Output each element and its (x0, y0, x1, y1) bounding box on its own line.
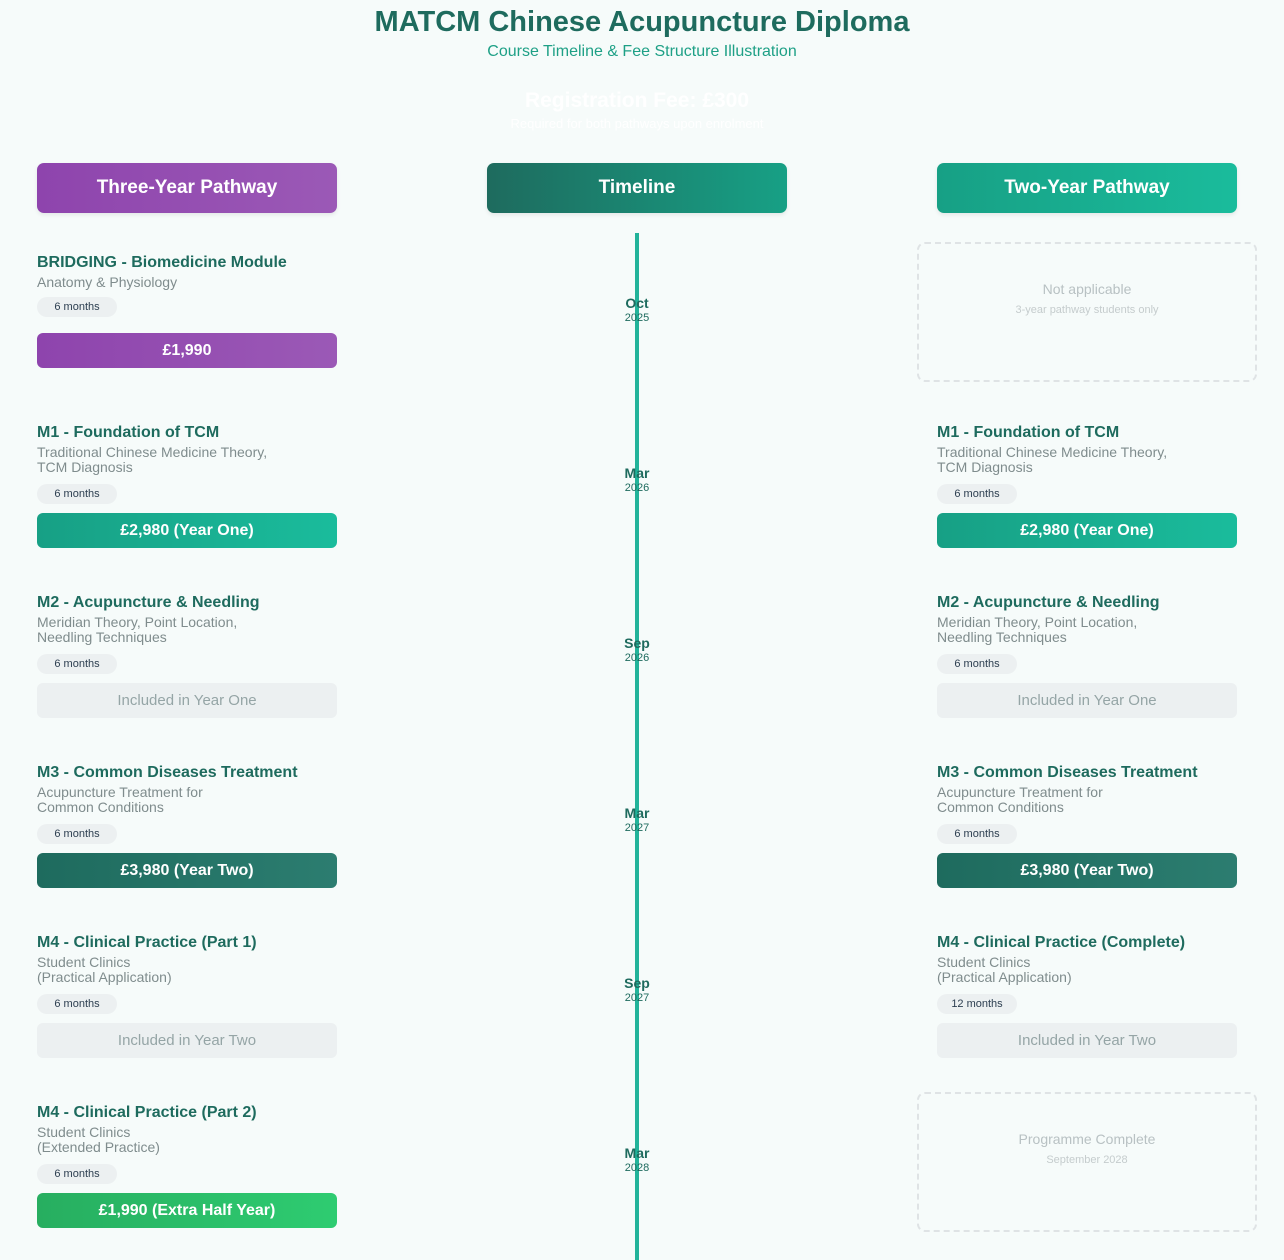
timeline-month: Mar (624, 1145, 650, 1161)
module-card-m1: M1 - Foundation of TCM Traditional Chine… (937, 423, 1237, 548)
programme-complete-text: Programme Complete (1018, 1131, 1156, 1147)
timeline-label: Mar 2028 (587, 1145, 687, 1175)
programme-complete-box: Programme Complete September 2028 (917, 1092, 1257, 1232)
module-title: M2 - Acupuncture & Needling (937, 594, 1160, 611)
fee-bar: £2,980 (Year One) (937, 513, 1237, 548)
fee-bar: £2,980 (Year One) (37, 513, 337, 548)
fee-bar: Included in Year Two (937, 1023, 1237, 1058)
not-applicable-box: Not applicable 3-year pathway students o… (917, 242, 1257, 382)
module-card-m3: M3 - Common Diseases Treatment Acupunctu… (37, 763, 337, 888)
module-description: Student Clinics (Extended Practice) (37, 1124, 160, 1155)
duration-badge: 6 months (37, 484, 117, 504)
timeline-month: Sep (624, 635, 650, 651)
module-description: Anatomy & Physiology (37, 274, 178, 290)
fee-bar: £3,980 (Year Two) (937, 853, 1237, 888)
not-applicable-text: Not applicable (1042, 281, 1132, 297)
module-title: M4 - Clinical Practice (Part 1) (37, 934, 257, 951)
three-year-header: Three-Year Pathway (37, 163, 337, 213)
module-title: M2 - Acupuncture & Needling (37, 594, 260, 611)
module-card-bridging: BRIDGING - Biomedicine Module Anatomy & … (37, 253, 337, 368)
duration-badge: 6 months (37, 994, 117, 1014)
module-title: M4 - Clinical Practice (Part 2) (37, 1104, 257, 1121)
not-applicable-note: 3-year pathway students only (1015, 304, 1159, 316)
timeline-year: 2027 (624, 992, 650, 1004)
timeline-label: Mar 2026 (587, 465, 687, 495)
module-card-m3: M3 - Common Diseases Treatment Acupunctu… (937, 763, 1237, 888)
page-title: MATCM Chinese Acupuncture Diploma (374, 6, 910, 38)
module-description: Traditional Chinese Medicine Theory, TCM… (937, 444, 1168, 475)
module-card-m2: M2 - Acupuncture & Needling Meridian The… (937, 593, 1237, 718)
timeline-year: 2027 (624, 822, 650, 834)
fee-bar: £1,990 (Extra Half Year) (37, 1193, 337, 1228)
module-title: M1 - Foundation of TCM (37, 424, 220, 441)
module-description: Student Clinics (Practical Application) (37, 954, 172, 985)
registration-fee: Registration Fee: £300 (524, 89, 750, 112)
duration-badge: 6 months (937, 484, 1017, 504)
fee-bar: £1,990 (37, 333, 337, 368)
module-title: M1 - Foundation of TCM (937, 424, 1120, 441)
timeline-year: 2026 (624, 652, 650, 664)
fee-bar: £3,980 (Year Two) (37, 853, 337, 888)
duration-badge: 6 months (37, 297, 117, 317)
module-title: BRIDGING - Biomedicine Module (37, 254, 287, 271)
timeline-label: Sep 2027 (587, 975, 687, 1005)
module-description: Acupuncture Treatment for Common Conditi… (937, 784, 1103, 815)
timeline-label: Mar 2027 (587, 805, 687, 835)
duration-badge: 6 months (37, 824, 117, 844)
duration-badge: 6 months (937, 824, 1017, 844)
module-card-m2: M2 - Acupuncture & Needling Meridian The… (37, 593, 337, 718)
timeline-month: Oct (625, 295, 649, 311)
fee-bar: Included in Year One (937, 683, 1237, 718)
module-card-m4-part1: M4 - Clinical Practice (Part 1) Student … (37, 933, 337, 1058)
timeline-line (635, 233, 639, 1260)
module-title: M4 - Clinical Practice (Complete) (937, 934, 1186, 951)
timeline-year: 2025 (624, 312, 650, 324)
programme-complete-date: September 2028 (1046, 1154, 1128, 1166)
two-year-header: Two-Year Pathway (937, 163, 1237, 213)
registration-note: Required for both pathways upon enrolmen… (510, 116, 764, 131)
module-card-m4-complete: M4 - Clinical Practice (Complete) Studen… (937, 933, 1237, 1058)
timeline-month: Mar (624, 805, 650, 821)
module-card-m4-part2: M4 - Clinical Practice (Part 2) Student … (37, 1103, 337, 1228)
timeline-header: Timeline (487, 163, 787, 213)
timeline-label: Sep 2026 (587, 635, 687, 665)
module-description: Meridian Theory, Point Location, Needlin… (37, 614, 238, 645)
module-description: Traditional Chinese Medicine Theory, TCM… (37, 444, 268, 475)
fee-bar: Included in Year One (37, 683, 337, 718)
timeline-month: Sep (624, 975, 650, 991)
duration-badge: 6 months (937, 654, 1017, 674)
module-title: M3 - Common Diseases Treatment (37, 764, 298, 781)
fee-bar: Included in Year Two (37, 1023, 337, 1058)
timeline-label: Oct 2025 (587, 295, 687, 325)
timeline-year: 2026 (624, 482, 650, 494)
duration-badge: 12 months (937, 994, 1017, 1014)
module-title: M3 - Common Diseases Treatment (937, 764, 1198, 781)
module-description: Student Clinics (Practical Application) (937, 954, 1072, 985)
page-subtitle: Course Timeline & Fee Structure Illustra… (487, 43, 797, 60)
module-card-m1: M1 - Foundation of TCM Traditional Chine… (37, 423, 337, 548)
duration-badge: 6 months (37, 654, 117, 674)
timeline-year: 2028 (624, 1162, 650, 1174)
timeline-month: Mar (624, 465, 650, 481)
module-description: Acupuncture Treatment for Common Conditi… (37, 784, 203, 815)
duration-badge: 6 months (37, 1164, 117, 1184)
module-description: Meridian Theory, Point Location, Needlin… (937, 614, 1138, 645)
